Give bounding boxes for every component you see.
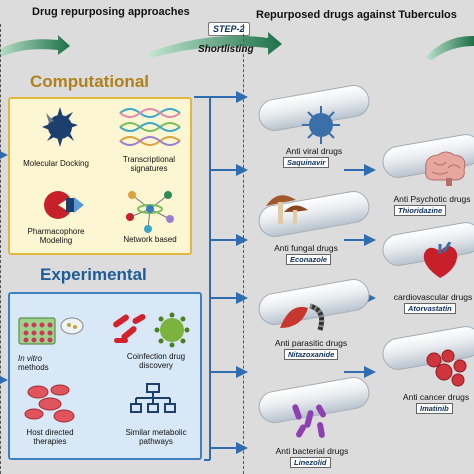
drug-name: Saquinavir xyxy=(283,157,330,168)
computational-title: Computational xyxy=(30,72,149,91)
in-vitro-label: In vitro methods xyxy=(12,354,72,372)
brain-icon xyxy=(425,151,466,186)
step2-arrow-icon xyxy=(150,32,282,58)
drug-name: Atorvastatin xyxy=(404,303,456,314)
methods-label: methods xyxy=(18,363,49,372)
drug-category: cardiovascular drugs xyxy=(393,292,473,302)
drug-category: Anti bacterial drugs xyxy=(275,446,349,456)
drug-name: Thioridazine xyxy=(394,205,447,216)
pharmacophore-icon xyxy=(44,191,84,219)
left-divider xyxy=(0,24,1,474)
heart-icon xyxy=(423,242,458,278)
blood-cells-icon xyxy=(24,384,75,423)
step1-arrow-icon xyxy=(0,35,70,58)
mushroom-icon xyxy=(266,195,308,224)
drug-category: Anti parasitic drugs xyxy=(274,338,348,348)
drug-name: Nitazoxanide xyxy=(284,349,339,360)
step-badge: STEP-2 xyxy=(208,22,250,36)
pharmacophore-label: Pharmacophore Modeling xyxy=(27,227,85,245)
right-section-title: Repurposed drugs against Tuberculos xyxy=(256,9,457,21)
network-based-label: Network based xyxy=(123,235,177,244)
experimental-panel: In vitro methods Coinfection drug discov… xyxy=(8,292,202,460)
dna-strands-icon xyxy=(119,108,181,146)
metabolic-pathways-label: Similar metabolic pathways xyxy=(125,428,187,446)
bacteria-icon xyxy=(292,404,326,438)
virus-icon xyxy=(302,106,340,144)
transcriptional-signatures-label: Transcriptional signatures xyxy=(122,155,176,173)
bacteria-virus-icon xyxy=(113,312,190,348)
host-directed-label: Host directed therapies xyxy=(26,428,74,446)
drug-name: Linezolid xyxy=(290,457,331,468)
well-plate-icon xyxy=(18,317,84,345)
step-arrows xyxy=(0,32,474,60)
computational-panel: Molecular Docking Transcriptional signat… xyxy=(8,97,192,255)
pathway-tree-icon xyxy=(130,383,176,413)
parasite-icon xyxy=(280,303,325,331)
cancer-cells-icon xyxy=(426,349,467,387)
network-icon xyxy=(126,191,174,233)
coinfection-label: Coinfection drug discovery xyxy=(126,352,186,370)
experimental-title: Experimental xyxy=(40,265,147,284)
drug-category: Anti viral drugs xyxy=(285,146,343,156)
drug-name: Imatinib xyxy=(416,403,453,414)
drug-category: Anti fungal drugs xyxy=(274,243,338,253)
step3-arrow-icon xyxy=(425,35,474,60)
in-vitro-italic: In vitro xyxy=(18,354,43,363)
left-section-title: Drug repurposing approaches xyxy=(32,6,190,18)
drug-category: Anti cancer drugs xyxy=(402,392,470,402)
center-divider xyxy=(243,24,244,474)
virus-docking-icon xyxy=(42,107,78,147)
drug-name: Econazole xyxy=(286,254,332,265)
drug-category: Anti Psychotic drugs xyxy=(393,194,471,204)
molecular-docking-label: Molecular Docking xyxy=(23,159,89,168)
step-label: Shortlisting xyxy=(198,44,254,55)
